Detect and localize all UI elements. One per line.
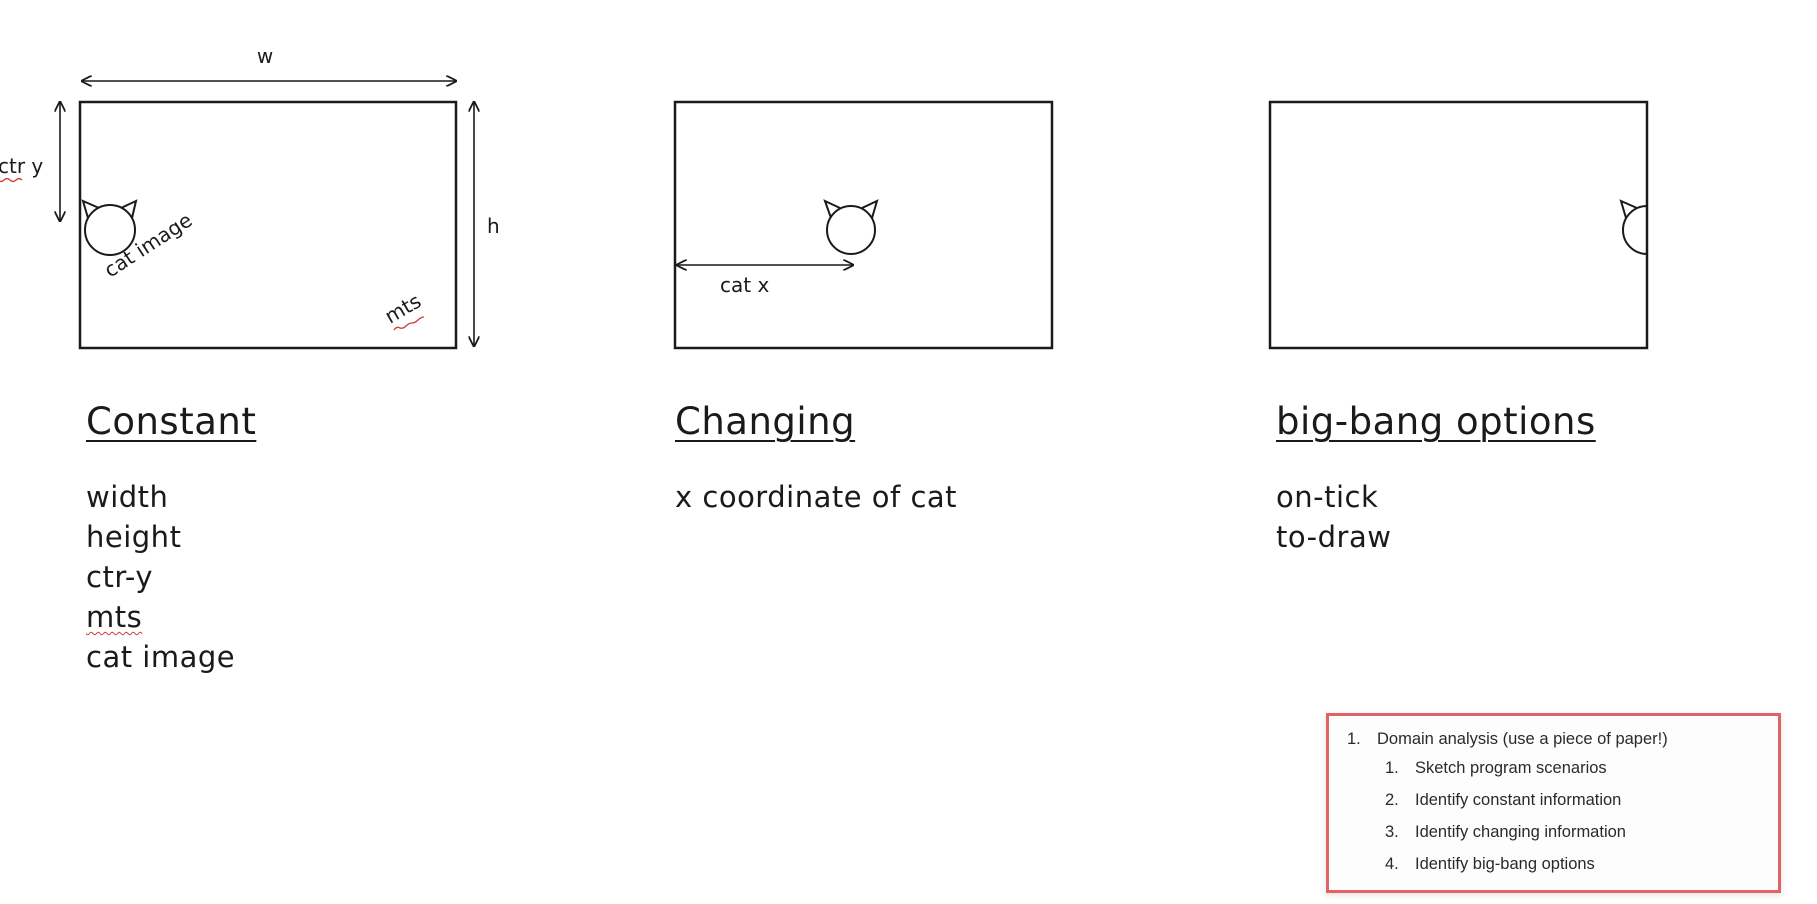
substep-number: 4. (1385, 855, 1399, 873)
cat-x-label: cat x (720, 273, 769, 297)
substep-number: 1. (1385, 759, 1399, 777)
cat-icon (81, 199, 138, 256)
changing-column: Changing x coordinate of cat (675, 400, 957, 517)
list-item: ctr-y (86, 560, 153, 594)
step-text: Domain analysis (use a piece of paper!) (1377, 730, 1668, 748)
scene-3-frame (1268, 100, 1649, 350)
constant-heading: Constant (86, 400, 257, 443)
scenario-2: cat x (673, 100, 1054, 350)
list-item: to-draw (1276, 520, 1392, 554)
substep: 4. Identify big-bang options (1347, 848, 1778, 880)
big-bang-heading: big-bang options (1276, 400, 1596, 443)
mts-label: mts (381, 289, 426, 329)
list-item: width (86, 480, 169, 514)
scenario-1: w h ctr y cat image mts (0, 44, 500, 350)
recipe-steps: 1. Domain analysis (use a piece of paper!… (1329, 726, 1778, 880)
substep: 3. Identify changing information (1347, 816, 1778, 848)
substep-text: Identify big-bang options (1415, 855, 1595, 873)
list-item: height (86, 520, 182, 554)
scene-1-frame (78, 100, 458, 350)
list-item: mts (86, 600, 143, 634)
substep-number: 2. (1385, 791, 1399, 809)
changing-heading: Changing (675, 400, 856, 443)
ctr-y-label: ctr y (0, 154, 43, 178)
recipe-steps-box: 1. Domain analysis (use a piece of paper!… (1326, 713, 1781, 893)
height-label: h (487, 214, 500, 238)
constant-column: Constant width height ctr-y mts cat imag… (86, 400, 256, 677)
constant-list: width height ctr-y mts cat image (86, 477, 256, 677)
cat-icon (823, 199, 879, 255)
substep: 1. Sketch program scenarios (1347, 752, 1778, 784)
step-number: 1. (1347, 730, 1361, 748)
list-item: cat image (86, 640, 236, 674)
big-bang-column: big-bang options on-tick to-draw (1276, 400, 1596, 557)
substep: 2. Identify constant information (1347, 784, 1778, 816)
list-item: on-tick (1276, 480, 1379, 514)
scene-2-frame (673, 100, 1054, 350)
substep-text: Sketch program scenarios (1415, 759, 1607, 777)
cat-icon (1619, 199, 1648, 255)
substep-text: Identify changing information (1415, 823, 1626, 841)
ctr-y-spellcheck (0, 177, 23, 183)
substep-number: 3. (1385, 823, 1399, 841)
width-label: w (257, 44, 273, 68)
substep-text: Identify constant information (1415, 791, 1622, 809)
changing-list: x coordinate of cat (675, 477, 957, 517)
mts-spellcheck (393, 316, 425, 331)
big-bang-list: on-tick to-draw (1276, 477, 1596, 557)
list-item: x coordinate of cat (675, 480, 958, 514)
scenario-3 (1268, 100, 1649, 350)
cat-image-label: cat image (100, 208, 197, 282)
step-domain-analysis: 1. Domain analysis (use a piece of paper!… (1347, 726, 1778, 752)
